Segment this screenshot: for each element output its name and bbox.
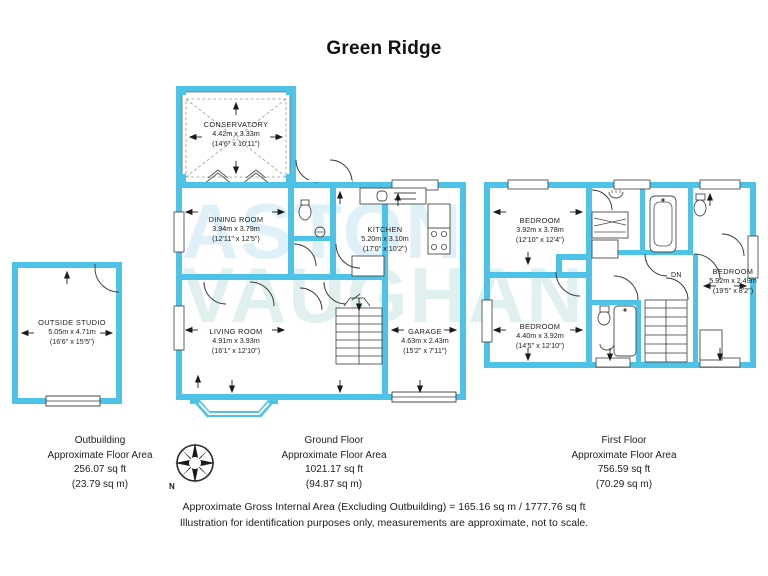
area-floor-name: First Floor — [601, 435, 647, 446]
room-imperial: (15'2" x 7'11") — [403, 345, 447, 355]
area-sqft: 256.07 sq ft — [73, 464, 127, 475]
area-caption-first-floor: First Floor Approximate Floor Area 756.5… — [524, 434, 724, 492]
area-caption-ground-floor: Ground Floor Approximate Floor Area 1021… — [234, 434, 434, 492]
room-name: BEDROOM — [519, 322, 561, 331]
room-name: OUTSIDE STUDIO — [38, 318, 106, 327]
room-label-dining-room: DINING ROOM 3.94m x 3.79m (12'11" x 12'5… — [184, 215, 288, 243]
area-sqm: (70.29 sq m) — [595, 478, 653, 490]
area-floor-name: Outbuilding — [74, 435, 126, 446]
room-label-bedroom-3: BEDROOM 5.92m x 2.49m (19'5" x 8'2") — [698, 267, 768, 295]
page-title: Green Ridge — [326, 38, 442, 59]
area-sqm: (23.79 sq m) — [71, 478, 129, 490]
area-sqft: 1021.17 sq ft — [305, 464, 363, 475]
room-label-living-room: LIVING ROOM 4.91m x 3.93m (16'1" x 12'10… — [184, 327, 288, 355]
room-metric: 3.94m x 3.79m — [212, 224, 260, 234]
room-label-bedroom-2: BEDROOM 4.40m x 3.92m (14'5" x 12'10") — [494, 322, 586, 350]
footer-disclaimer: Approximate Gross Internal Area (Excludi… — [0, 500, 768, 532]
room-imperial: (14'6" x 10'11") — [212, 138, 260, 148]
room-name: BEDROOM — [519, 216, 561, 225]
room-imperial: (12'10" x 12'4") — [515, 234, 565, 244]
first-floor-block — [481, 179, 759, 368]
room-label-bedroom-1: BEDROOM 3.92m x 3.78m (12'10" x 12'4") — [494, 216, 586, 244]
footer-line-1: Approximate Gross Internal Area (Excludi… — [182, 501, 586, 513]
area-caption-outbuilding: Outbuilding Approximate Floor Area 256.0… — [10, 434, 190, 492]
room-label-conservatory: CONSERVATORY 4.42m x 3.33m (14'6" x 10'1… — [186, 120, 286, 148]
room-metric: 4.42m x 3.33m — [212, 129, 260, 139]
room-label-garage: GARAGE 4.63m x 2.43m (15'2" x 7'11") — [388, 327, 462, 355]
footer-line-2: Illustration for identification purposes… — [179, 516, 589, 529]
room-imperial: (12'11" x 12'5") — [212, 233, 260, 243]
room-label-outside-studio: OUTSIDE STUDIO 5.05m x 4.71m (16'6" x 15… — [22, 318, 122, 346]
compass-icon — [175, 443, 215, 483]
room-name: BEDROOM — [712, 267, 754, 276]
room-name: LIVING ROOM — [209, 327, 263, 336]
stair-label-down: DN — [671, 272, 682, 279]
area-sqm: (94.87 sq m) — [305, 478, 363, 490]
room-metric: 5.20m x 3.10m — [361, 234, 409, 244]
room-imperial: (19'5" x 8'2") — [712, 285, 754, 295]
room-metric: 5.92m x 2.49m — [709, 276, 757, 286]
room-name: CONSERVATORY — [203, 120, 269, 129]
room-metric: 3.92m x 3.78m — [516, 225, 564, 235]
room-metric: 5.05m x 4.71m — [48, 327, 96, 337]
room-name: DINING ROOM — [208, 215, 264, 224]
ground-floor-block — [173, 86, 466, 417]
room-metric: 4.63m x 2.43m — [401, 336, 449, 346]
area-caption: Approximate Floor Area — [571, 449, 677, 461]
compass-rose: N — [168, 440, 224, 491]
room-name: GARAGE — [408, 327, 442, 336]
area-floor-name: Ground Floor — [304, 435, 364, 446]
room-metric: 4.40m x 3.92m — [516, 331, 564, 341]
compass-north-label: N — [169, 482, 175, 491]
room-label-kitchen: KITCHEN 5.20m x 3.10m (17'0" x 10'2") — [340, 225, 430, 253]
area-sqft: 756.59 sq ft — [597, 464, 651, 475]
room-imperial: (14'5" x 12'10") — [515, 340, 565, 350]
room-metric: 4.91m x 3.93m — [212, 336, 260, 346]
room-imperial: (17'0" x 10'2") — [362, 243, 408, 253]
room-imperial: (16'6" x 15'5") — [49, 336, 95, 346]
area-caption: Approximate Floor Area — [281, 449, 387, 461]
area-caption: Approximate Floor Area — [47, 449, 153, 461]
room-name: KITCHEN — [367, 225, 403, 234]
room-imperial: (16'1" x 12'10") — [211, 345, 261, 355]
outbuilding-block — [12, 262, 122, 407]
